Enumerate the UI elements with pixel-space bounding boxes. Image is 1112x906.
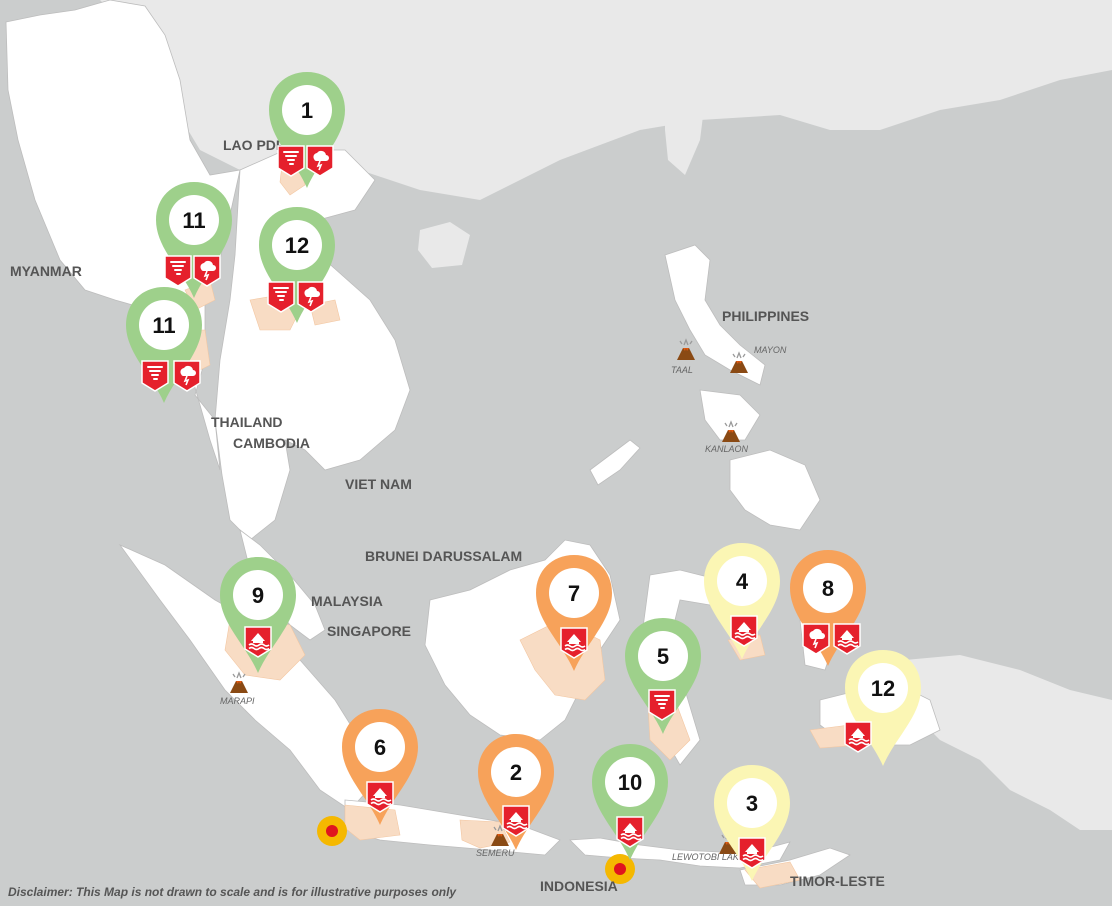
- country-label-cambodia: CAMBODIA: [233, 435, 310, 451]
- country-label-vietnam: VIET NAM: [345, 476, 412, 492]
- pin-lao-south[interactable]: 12: [259, 207, 335, 323]
- pin-number: 4: [736, 569, 749, 594]
- pin-number: 10: [618, 770, 642, 795]
- pin-sulawesi-north[interactable]: 4: [704, 543, 780, 659]
- country-label-timor: TIMOR-LESTE: [790, 873, 885, 889]
- volcano-label-semeru: SEMERU: [476, 848, 515, 858]
- pin-east-java[interactable]: 2: [478, 734, 554, 850]
- pin-number: 8: [822, 576, 834, 601]
- disclaimer: Disclaimer: This Map is not drawn to sca…: [8, 885, 457, 899]
- pin-number: 9: [252, 583, 264, 608]
- country-label-indonesia: INDONESIA: [540, 878, 618, 894]
- pin-number: 5: [657, 644, 669, 669]
- pin-number: 2: [510, 760, 522, 785]
- country-labels: LAO PDR MYANMAR PHILIPPINES THAILAND CAM…: [10, 137, 885, 894]
- volcano-label-taal: TAAL: [671, 365, 693, 375]
- country-label-myanmar: MYANMAR: [10, 263, 82, 279]
- country-label-lao: LAO PDR: [223, 137, 286, 153]
- philippines-visayas: [699, 389, 761, 441]
- volcano-label-kanlaon: KANLAON: [705, 444, 749, 454]
- philippines-luzon: [664, 244, 766, 386]
- pin-number: 12: [285, 233, 309, 258]
- pin-number: 3: [746, 791, 758, 816]
- volcano-label-mayon: MAYON: [754, 345, 787, 355]
- country-label-singapore: SINGAPORE: [327, 623, 411, 639]
- country-label-thailand: THAILAND: [211, 414, 283, 430]
- pin-number: 12: [871, 676, 895, 701]
- pin-number: 11: [182, 208, 205, 233]
- pin-bali[interactable]: 10: [592, 744, 668, 860]
- earthquake-icon-sunda-strait: [317, 816, 347, 846]
- pin-sumatra[interactable]: 9: [220, 557, 296, 673]
- pin-sulawesi[interactable]: 5: [625, 618, 701, 734]
- volcano-label-lewotobi: LEWOTOBI LAKI-LAKI: [672, 852, 764, 862]
- country-label-philippines: PHILIPPINES: [722, 308, 809, 324]
- country-label-malaysia: MALAYSIA: [311, 593, 383, 609]
- pin-lao[interactable]: 1: [269, 72, 345, 188]
- pin-west-java[interactable]: 6: [342, 709, 418, 825]
- pin-kalimantan[interactable]: 7: [536, 555, 612, 671]
- pin-myanmar-north[interactable]: 11: [156, 182, 232, 298]
- pin-papua[interactable]: 12: [845, 650, 921, 766]
- pin-maluku[interactable]: 8: [790, 550, 866, 666]
- pin-myanmar-south[interactable]: 11: [126, 287, 202, 403]
- pin-number: 1: [301, 98, 313, 123]
- volcano-label-marapi: MARAPI: [220, 696, 255, 706]
- pin-number: 11: [152, 313, 175, 338]
- volcanoes: TAAL MAYON KANLAON MARAPI SEMERU LEWOTOB…: [220, 339, 787, 862]
- pin-number: 7: [568, 581, 580, 606]
- pin-number: 6: [374, 735, 386, 760]
- country-label-brunei: BRUNEI DARUSSALAM: [365, 548, 522, 564]
- pin-ntt[interactable]: 3: [714, 765, 790, 881]
- philippines-mindanao: [729, 449, 821, 531]
- palawan: [589, 439, 641, 486]
